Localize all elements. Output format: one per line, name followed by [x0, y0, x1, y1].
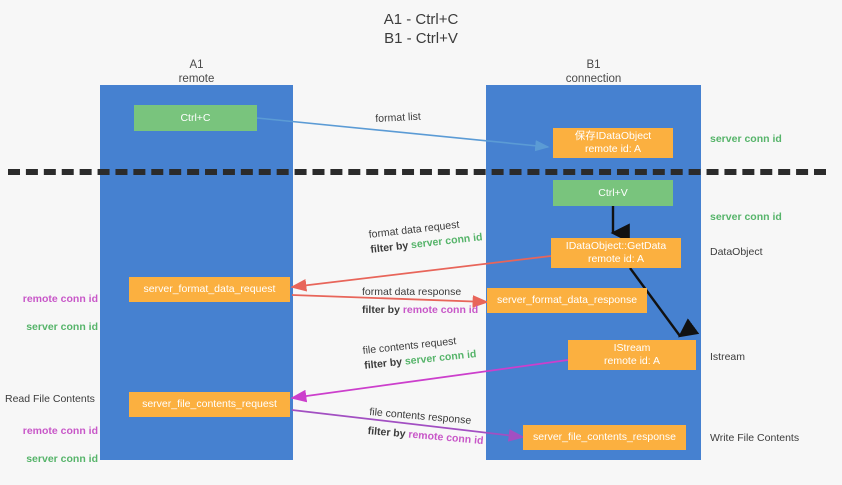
arrow-format-data-response: [291, 294, 489, 308]
node-ctrl-c[interactable]: Ctrl+C: [134, 105, 257, 131]
arrow-format-list: [256, 117, 550, 152]
boundary-divider: [8, 169, 826, 175]
edge-label-format-data-response-line1: format data response: [362, 286, 462, 298]
annotation-file-remote-conn-id: remote conn id: [22, 425, 98, 437]
annotation-dataobject: DataObject: [710, 246, 763, 258]
edge-label-remote-conn-id-1: remote conn id: [402, 304, 479, 316]
column-header-b1: B1 connection: [565, 59, 622, 85]
arrow-format-data-request: [290, 255, 552, 292]
annotation-istream: Istream: [710, 351, 746, 363]
annotation-server-conn-id-paste: server conn id: [710, 211, 782, 223]
annotation-write-file-contents: Write File Contents: [710, 432, 800, 444]
annotation-format-remote-conn-id: remote conn id: [22, 293, 98, 305]
edge-label-filter-by-3: filter by: [363, 355, 406, 372]
node-server-format-data-request[interactable]: server_format_data_request: [129, 277, 290, 302]
node-server-file-contents-response[interactable]: server_file_contents_response: [523, 425, 686, 450]
column-header-a1: A1 remote: [178, 59, 215, 85]
annotation-format-conn-ids: remote conn id server conn id: [10, 278, 98, 348]
annotation-read-file-contents: Read File Contents: [5, 393, 95, 405]
node-idataobject-getdata[interactable]: IDataObject::GetData remote id: A: [551, 238, 681, 268]
edge-label-filter-by-4: filter by: [367, 424, 409, 441]
page-title: A1 - Ctrl+C B1 - Ctrl+V: [383, 11, 459, 47]
node-save-idataobject[interactable]: 保存IDataObject remote id: A: [553, 128, 673, 158]
edge-label-filter-by-1: filter by: [369, 239, 412, 256]
annotation-format-server-conn-id: server conn id: [26, 321, 98, 333]
annotation-file-server-conn-id: server conn id: [26, 453, 98, 465]
annotation-server-conn-id-top: server conn id: [710, 133, 782, 145]
arrow-file-contents-response: [291, 409, 525, 442]
edge-label-format-list-line1: format list: [375, 110, 422, 125]
node-server-format-data-response[interactable]: server_format_data_response: [487, 288, 647, 313]
edge-label-format-data-response-line2: filter by remote conn id: [362, 303, 478, 318]
edge-label-format-list: format list: [375, 110, 421, 127]
node-ctrl-v[interactable]: Ctrl+V: [553, 180, 673, 206]
arrow-getdata-to-istream: [629, 267, 700, 338]
node-istream[interactable]: IStream remote id: A: [568, 340, 696, 370]
edge-label-format-data-response: format data response filter by remote co…: [362, 285, 478, 318]
edge-label-filter-by-2: filter by: [362, 304, 403, 316]
node-server-file-contents-request[interactable]: server_file_contents_request: [129, 392, 290, 417]
arrow-file-contents-request: [290, 359, 569, 403]
annotation-file-conn-ids: remote conn id server conn id: [10, 410, 98, 480]
